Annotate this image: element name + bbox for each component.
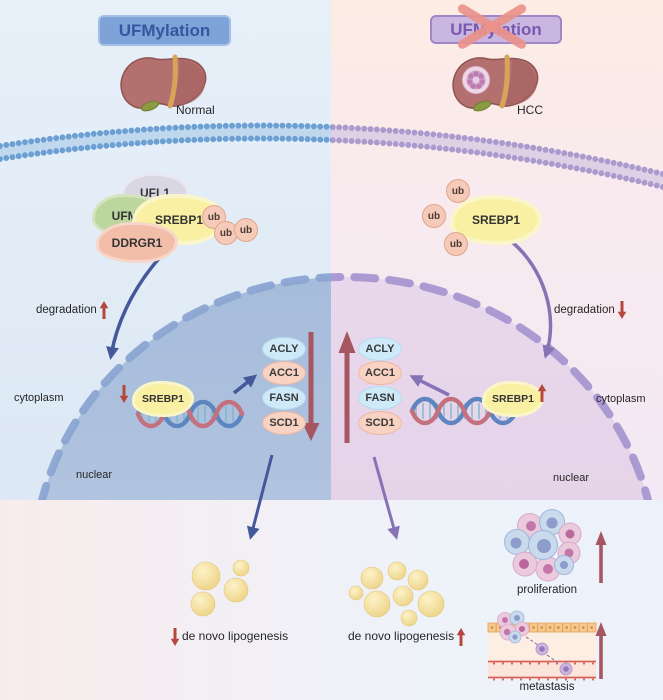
gene-fasn-right: FASN bbox=[358, 386, 402, 410]
proliferation-cells-illustration bbox=[504, 509, 582, 582]
ubiquitin-badge: ub bbox=[234, 218, 258, 242]
crossed-out-x-icon bbox=[452, 2, 532, 52]
genes-down-arrow-left bbox=[302, 332, 320, 441]
gene-acc1-right: ACC1 bbox=[358, 361, 402, 385]
ubiquitin-badge: ub bbox=[446, 179, 470, 203]
proliferation-up-arrow bbox=[595, 531, 607, 583]
lipid-droplets-right bbox=[348, 561, 445, 627]
cell-membrane-left bbox=[0, 122, 331, 162]
degradation-text: degradation bbox=[36, 303, 97, 316]
srebp1-up-arrow-icon bbox=[537, 383, 547, 403]
cytoplasm-label-right: cytoplasm bbox=[596, 393, 646, 405]
ubiquitin-badge: ub bbox=[444, 232, 468, 256]
up-arrow-icon bbox=[456, 628, 466, 646]
dna-to-genes-arrow-right bbox=[409, 375, 450, 397]
metastasis-up-arrow bbox=[595, 622, 607, 679]
gene-scd1-right: SCD1 bbox=[358, 411, 402, 435]
invading-tumor-cells bbox=[497, 610, 530, 644]
liver-hcc-illustration bbox=[452, 54, 539, 112]
srebp1-to-nucleus-arrow-right bbox=[510, 240, 555, 359]
degradation-label-right: degradation bbox=[554, 300, 627, 320]
to-lipogenesis-arrow-right bbox=[372, 456, 400, 540]
dna-to-genes-arrow-left bbox=[232, 374, 258, 395]
normal-liver-label: Normal bbox=[176, 103, 215, 117]
srebp1-nucleus-right: SREBP1 bbox=[482, 381, 544, 417]
gene-scd1-left: SCD1 bbox=[262, 411, 306, 435]
metastasis-label: metastasis bbox=[519, 681, 575, 693]
proliferation-label: proliferation bbox=[516, 584, 578, 596]
srebp1-nucleus-left: SREBP1 bbox=[132, 381, 194, 417]
to-lipogenesis-arrow-left bbox=[246, 454, 274, 540]
hcc-liver-label: HCC bbox=[517, 103, 543, 117]
degradation-label-left: degradation bbox=[36, 300, 109, 320]
cytoplasm-label-left: cytoplasm bbox=[14, 392, 64, 404]
ddrgr1-protein: DDRGR1 bbox=[96, 222, 178, 263]
tumor-icon bbox=[462, 66, 490, 94]
lipogenesis-label-right: de novo lipogenesis bbox=[348, 627, 466, 647]
ubiquitin-badge: ub bbox=[422, 204, 446, 228]
gene-fasn-left: FASN bbox=[262, 386, 306, 410]
degradation-text: degradation bbox=[554, 303, 615, 316]
lipid-droplets-left bbox=[190, 559, 250, 617]
gene-acly-left: ACLY bbox=[262, 337, 306, 361]
cell-membrane-right bbox=[331, 123, 663, 190]
lipogenesis-label-left: de novo lipogenesis bbox=[170, 627, 288, 647]
liver-normal-illustration bbox=[120, 54, 207, 112]
genes-up-arrow-right bbox=[338, 331, 356, 443]
lipogenesis-text: de novo lipogenesis bbox=[182, 629, 289, 644]
nuclear-label-right: nuclear bbox=[553, 472, 590, 484]
up-arrow-icon bbox=[99, 301, 109, 319]
down-arrow-icon bbox=[617, 301, 627, 319]
gene-acc1-left: ACC1 bbox=[262, 361, 306, 385]
left-panel-title: UFMylation bbox=[98, 15, 231, 46]
down-arrow-icon bbox=[170, 628, 180, 646]
gene-acly-right: ACLY bbox=[358, 337, 402, 361]
lipogenesis-text: de novo lipogenesis bbox=[348, 629, 455, 644]
srebp1-down-arrow-icon bbox=[119, 384, 129, 404]
nuclear-label-left: nuclear bbox=[76, 469, 113, 481]
metastasis-illustration bbox=[487, 610, 597, 681]
